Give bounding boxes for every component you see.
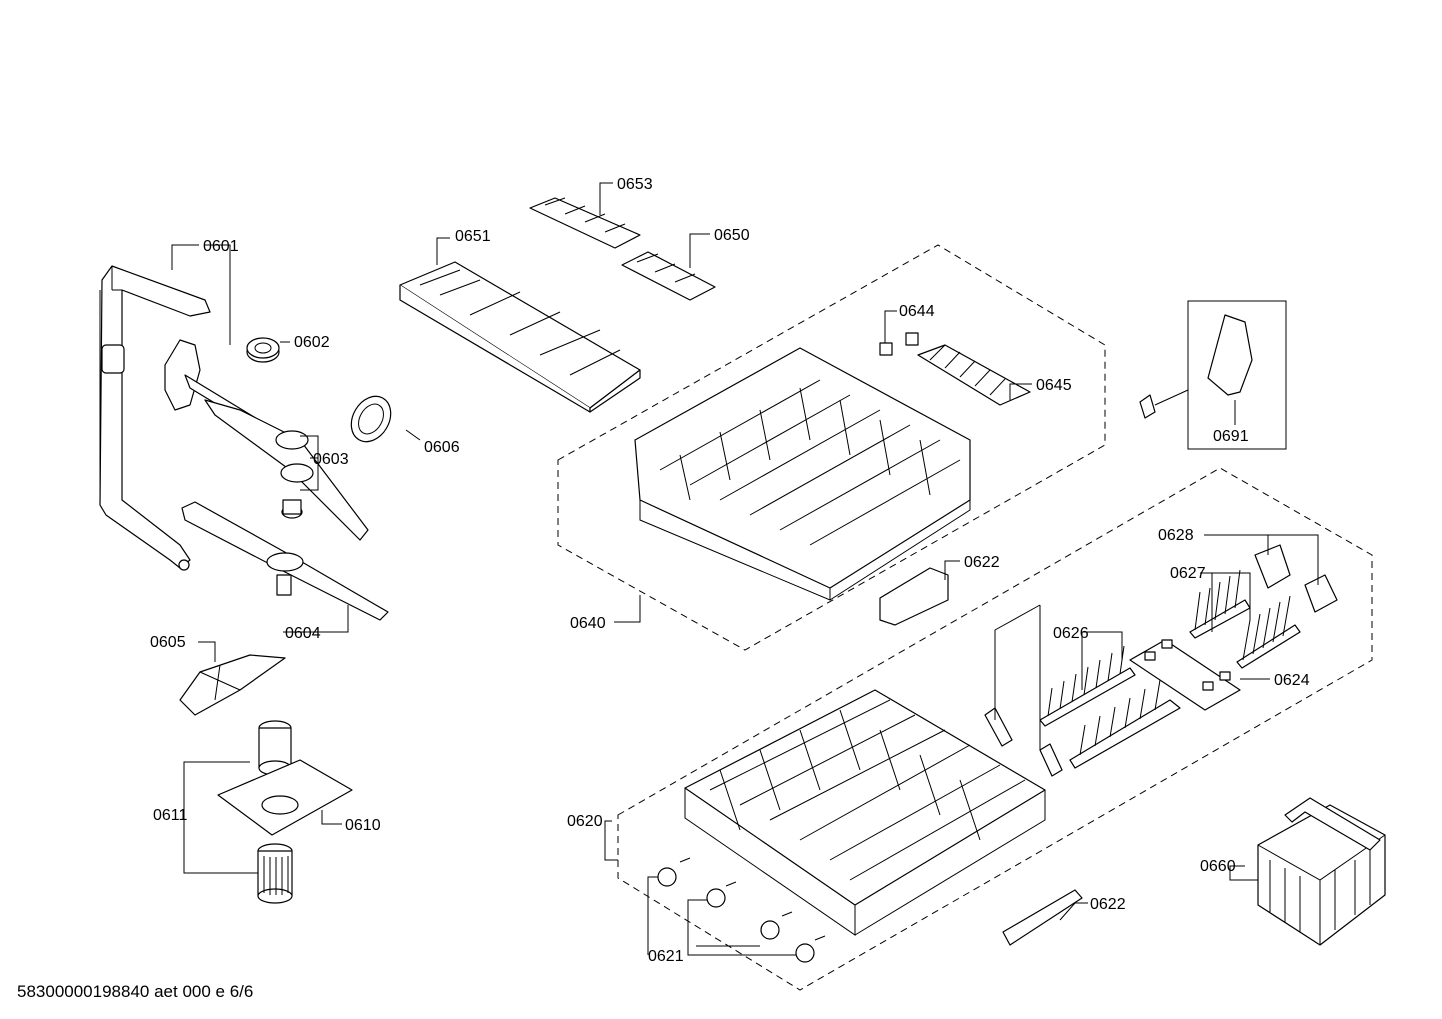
label-0601: 0601 xyxy=(203,238,239,255)
label-0603: 0603 xyxy=(313,451,349,468)
label-0606: 0606 xyxy=(424,439,460,456)
label-0628: 0628 xyxy=(1158,527,1194,544)
label-0691: 0691 xyxy=(1213,428,1249,445)
leader-lines xyxy=(171,182,1319,956)
label-0651: 0651 xyxy=(455,228,491,245)
nut-part xyxy=(246,337,280,363)
clip-part-0644 xyxy=(879,332,919,356)
rack-part-0645 xyxy=(917,344,1031,406)
strip-part-0650 xyxy=(621,251,716,301)
label-0624: 0624 xyxy=(1274,672,1310,689)
clips-part-0624 xyxy=(1129,639,1241,711)
part-labels: 0601 0602 0603 0604 0605 0606 0610 0611 … xyxy=(150,176,1310,965)
label-0650: 0650 xyxy=(714,227,750,244)
document-id-footer: 58300000198840 aet 000 e 6/6 xyxy=(17,982,253,1001)
microfilter-part xyxy=(350,395,392,443)
handle-part-0622-upper xyxy=(879,567,949,626)
label-0627: 0627 xyxy=(1170,565,1206,582)
strip-part-0653 xyxy=(529,197,641,249)
label-0604: 0604 xyxy=(285,625,321,642)
label-0640: 0640 xyxy=(570,615,606,632)
label-0605: 0605 xyxy=(150,634,186,651)
upper-spray-arm-part xyxy=(164,339,369,541)
rack-part-0626 xyxy=(1039,645,1181,769)
detail-box xyxy=(1187,300,1287,450)
label-0622-lower: 0622 xyxy=(1090,896,1126,913)
rack-part-0627 xyxy=(1189,569,1301,669)
label-0620: 0620 xyxy=(567,813,603,830)
filter-assembly-part xyxy=(217,720,353,904)
holder-part-0691 xyxy=(1139,300,1287,450)
cutlery-tray-part xyxy=(399,261,641,413)
lower-basket-group-outline xyxy=(617,467,1373,991)
label-0602: 0602 xyxy=(294,334,330,351)
side-clips xyxy=(984,707,1063,777)
lower-basket-part xyxy=(684,689,1046,936)
cutlery-basket-part xyxy=(1257,797,1386,946)
upper-basket-part xyxy=(634,347,971,601)
label-0645: 0645 xyxy=(1036,377,1072,394)
label-0653: 0653 xyxy=(617,176,653,193)
label-0611: 0611 xyxy=(153,807,188,824)
label-0644: 0644 xyxy=(899,303,935,320)
label-0626: 0626 xyxy=(1053,625,1089,642)
label-0622-upper: 0622 xyxy=(964,554,1000,571)
label-0660: 0660 xyxy=(1200,858,1236,875)
label-0621: 0621 xyxy=(648,948,684,965)
lower-spray-arm-part xyxy=(181,501,389,621)
handle-part-0622-lower xyxy=(1002,889,1083,946)
label-0610: 0610 xyxy=(345,817,381,834)
hinge-part-0628 xyxy=(1254,544,1338,613)
cover-part xyxy=(179,654,286,716)
supply-pipe-part xyxy=(99,265,211,571)
wheels-part-0621 xyxy=(657,857,826,963)
upper-basket-group-outline xyxy=(557,244,1106,651)
